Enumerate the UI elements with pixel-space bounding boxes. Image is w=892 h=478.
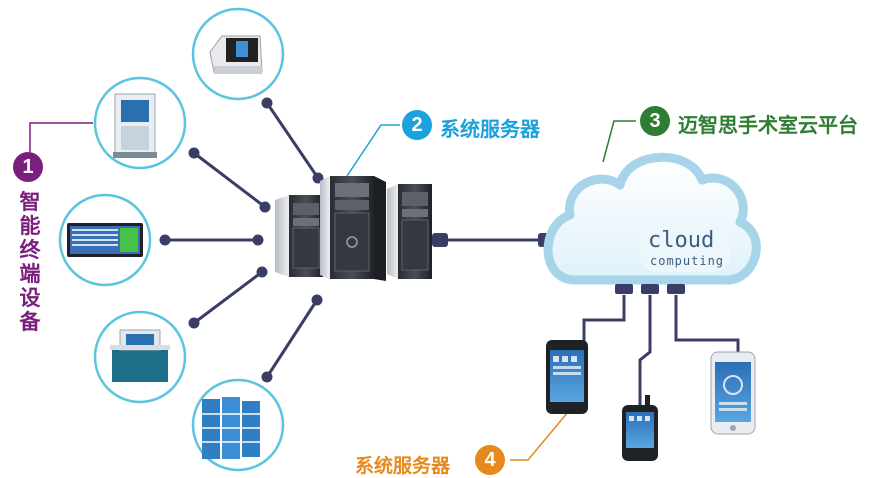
mobile-label: 系统服务器 (355, 455, 451, 477)
server-right (387, 184, 432, 279)
cloud-subtitle-text: computing (650, 254, 725, 268)
device-smart-cabinet (93, 76, 187, 170)
terminals-label: 智能终端设备 (19, 190, 41, 334)
terminals-bracket (29, 122, 93, 152)
cloud-title-text: cloud (648, 228, 715, 253)
device-locker-bank (191, 378, 285, 472)
device-display-panel (58, 193, 152, 287)
cloud-platform-label: 迈智思手术室云平台 (678, 113, 858, 137)
device-connectors (159, 97, 324, 383)
server-label-pointer (346, 124, 400, 177)
smartphone-left (546, 340, 588, 414)
server-number-badge: 2 (402, 110, 432, 140)
smartphone-right (710, 351, 756, 435)
terminals-number-badge: 1 (13, 152, 43, 182)
device-dispensing-machine (93, 310, 187, 404)
cloud-shape (543, 152, 761, 285)
mobile-label-pointer (510, 411, 569, 461)
rugged-handheld (622, 395, 658, 461)
device-face-terminal (191, 7, 285, 101)
cloud-ports (615, 284, 685, 294)
cloud-number-badge: 3 (640, 106, 670, 136)
server-cloud-connector (432, 233, 552, 247)
server-center (320, 176, 386, 281)
server-left (275, 195, 323, 277)
server-label: 系统服务器 (440, 117, 540, 141)
cloud-phone-connectors (582, 295, 740, 405)
mobile-number-badge: 4 (475, 445, 505, 475)
cloud-label-pointer (602, 120, 636, 163)
server-tower-group (275, 176, 432, 281)
